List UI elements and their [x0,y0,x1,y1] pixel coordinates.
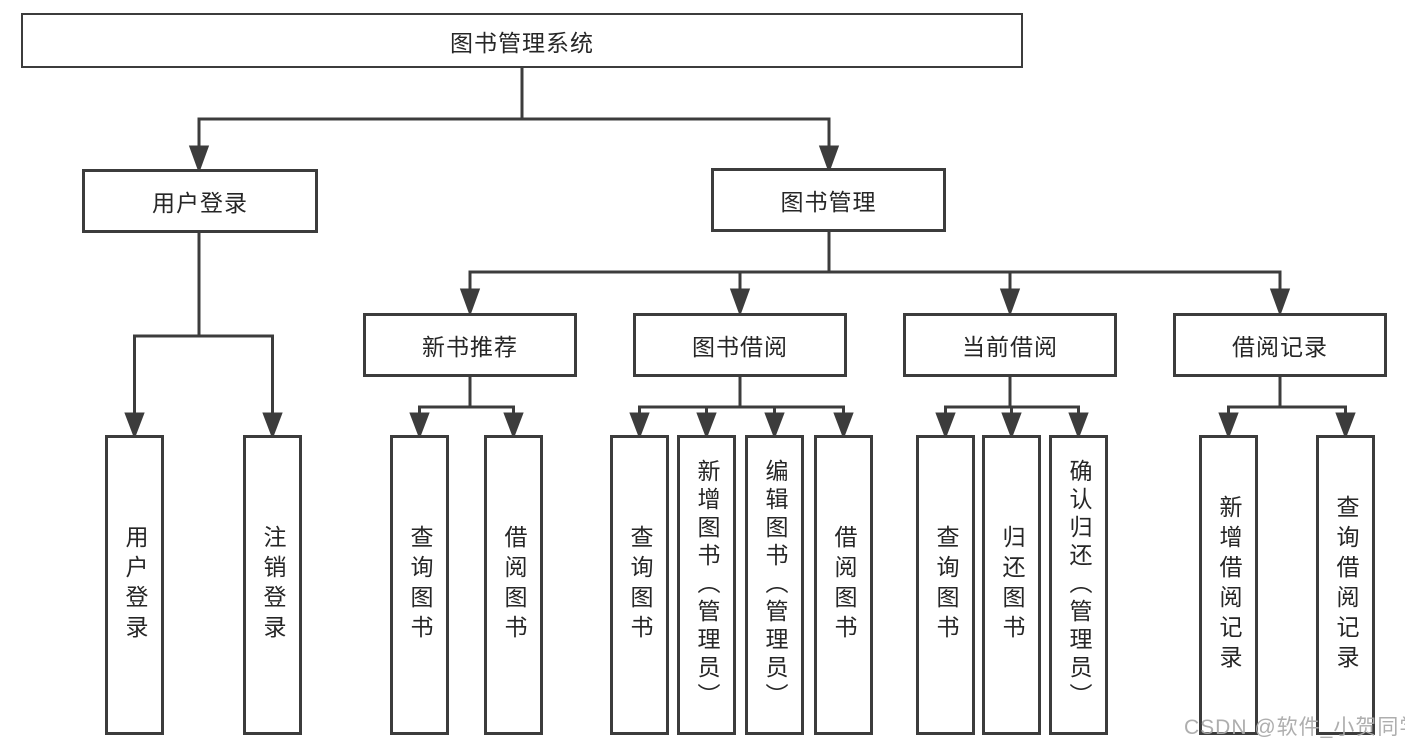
node-br-add-record: 新增借阅记录 [1199,435,1258,735]
node-borrow-records: 借阅记录 [1173,313,1387,377]
node-cb-query-book: 查询图书 [916,435,975,735]
node-cb-confirm-return: 确认归还（管理员） [1049,435,1108,735]
node-bb-edit-book: 编辑图书（管理员） [745,435,804,735]
node-current-borrow-label: 当前借阅 [962,334,1058,360]
connector-root-to-level2 [188,68,840,174]
node-br-add-record-label: 新增借阅记录 [1216,495,1242,675]
node-leaf-logout-label: 注销登录 [260,525,286,645]
connector-current-borrow-children [935,376,1089,440]
node-cb-return-book-label: 归还图书 [999,525,1025,645]
connector-borrow-records-children [1218,376,1356,440]
node-leaf-logout: 注销登录 [243,435,302,735]
node-book-mgmt-label: 图书管理 [780,189,877,215]
node-root-label: 图书管理系统 [450,29,594,56]
node-rec-query-book: 查询图书 [390,435,449,735]
node-book-mgmt: 图书管理 [711,168,946,232]
connector-user-login-children [124,232,283,440]
node-bb-borrow-book: 借阅图书 [814,435,873,735]
watermark-text: CSDN @软件_小贺同学 [1184,716,1405,739]
node-cb-query-book-label: 查询图书 [933,525,959,645]
node-bb-query-book-label: 查询图书 [627,525,653,645]
node-br-query-record-label: 查询借阅记录 [1333,495,1359,675]
node-br-query-record: 查询借阅记录 [1316,435,1375,735]
connector-book-borrow-children [629,376,854,440]
node-cb-confirm-return-label: 确认归还（管理员） [1066,459,1092,711]
node-borrow-records-label: 借阅记录 [1232,334,1328,360]
node-new-book-rec: 新书推荐 [363,313,577,377]
node-book-borrow: 图书借阅 [633,313,847,377]
node-user-login: 用户登录 [82,169,318,233]
node-root: 图书管理系统 [21,13,1023,68]
node-rec-borrow-book: 借阅图书 [484,435,543,735]
node-bb-edit-book-label: 编辑图书（管理员） [762,459,788,711]
connector-book-mgmt-children [459,232,1291,317]
node-new-book-rec-label: 新书推荐 [422,334,518,360]
node-book-borrow-label: 图书借阅 [692,334,788,360]
connector-new-book-rec-children [409,376,524,440]
node-current-borrow: 当前借阅 [903,313,1117,377]
node-rec-query-book-label: 查询图书 [407,525,433,645]
node-leaf-user-login-label: 用户登录 [122,525,148,645]
node-bb-query-book: 查询图书 [610,435,669,735]
node-bb-add-book-label: 新增图书（管理员） [694,459,720,711]
node-rec-borrow-book-label: 借阅图书 [501,525,527,645]
node-cb-return-book: 归还图书 [982,435,1041,735]
node-leaf-user-login: 用户登录 [105,435,164,735]
node-bb-borrow-book-label: 借阅图书 [831,525,857,645]
node-user-login-label: 用户登录 [152,190,248,216]
node-bb-add-book: 新增图书（管理员） [677,435,736,735]
